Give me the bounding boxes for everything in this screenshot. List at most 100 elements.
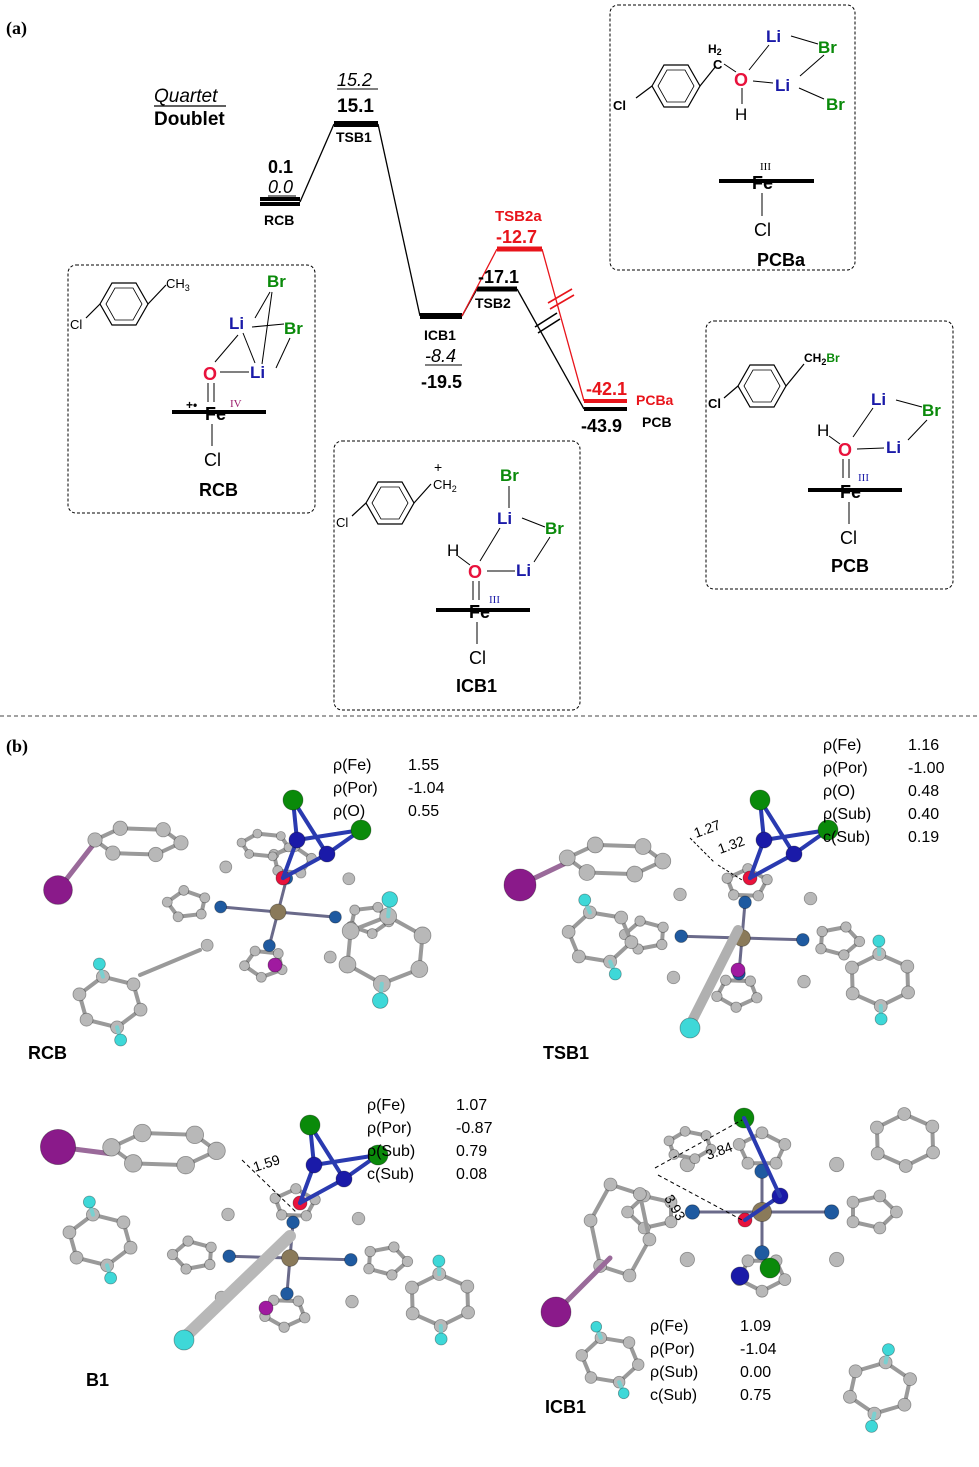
fluorine-atom — [434, 1332, 448, 1346]
hydroxyl-h: H — [447, 541, 459, 560]
ring-substituent-bond — [147, 284, 167, 305]
property-name: ρ(Por) — [333, 780, 378, 797]
bond — [298, 1177, 346, 1205]
distance-B1: 1.59 — [251, 1151, 282, 1175]
structure-box-ICB1 — [333, 440, 581, 711]
benzene-inner — [657, 69, 695, 103]
property-name: ρ(Fe) — [823, 737, 861, 754]
aryl-chlorine-atom — [40, 1129, 77, 1166]
carbon-atom — [126, 977, 141, 992]
carbon-atom — [689, 1153, 701, 1165]
energy-ICB1-doublet: -19.5 — [421, 372, 462, 392]
methylene-c: C — [713, 57, 723, 72]
carbon-atom — [341, 922, 360, 940]
distance-line-TSB1-1 — [689, 837, 715, 863]
carbon-atom — [668, 1149, 680, 1160]
fluorine-atom — [92, 957, 106, 971]
lithium-1: Li — [766, 27, 781, 46]
axial-cl: Cl — [840, 528, 857, 548]
energy-ICB1-quartet: -8.4 — [425, 346, 456, 366]
carbon-atom — [603, 1177, 618, 1192]
meso-carbon — [219, 860, 233, 874]
meso-carbon — [797, 974, 811, 989]
lithium-1: Li — [871, 390, 886, 409]
aryl-cl: Cl — [708, 396, 721, 411]
bromine-1: Br — [818, 38, 837, 57]
aryl-cl-bond — [85, 303, 101, 319]
bond — [295, 828, 363, 842]
bond — [312, 1153, 380, 1167]
meso-carbon — [323, 950, 337, 964]
carbon-atom — [87, 832, 103, 848]
aryl-chlorine-atom — [43, 875, 73, 905]
property-table-B1: ρ(Fe)1.07ρ(Por)-0.87ρ(Sub)0.79c(Sub)0.08 — [367, 1097, 493, 1183]
carbon-atom — [255, 971, 267, 983]
carbon-atom — [721, 872, 733, 884]
oxygen: O — [468, 562, 482, 582]
property-value: 1.16 — [908, 737, 939, 754]
carbon-atom — [741, 1156, 755, 1170]
carbon-atom — [269, 1192, 281, 1204]
fluorine-atom — [874, 1012, 888, 1026]
carbon-atom — [460, 1279, 475, 1294]
energy-RCB-doublet: 0.1 — [268, 157, 293, 177]
axial-chlorine-atom — [258, 1300, 274, 1316]
break-mark-red-2 — [549, 294, 575, 310]
connector-TSB2-PCB — [516, 288, 585, 410]
bond — [308, 1123, 346, 1181]
carbon-atom — [180, 1263, 192, 1275]
property-name: ρ(Sub) — [367, 1143, 415, 1160]
lithium-atom — [335, 1170, 353, 1188]
fluorine-atom — [432, 1254, 446, 1268]
meso-carbon — [345, 1294, 359, 1309]
carbon-atom — [897, 1107, 912, 1121]
carbon-atom — [846, 1195, 860, 1209]
oxygen: O — [734, 70, 748, 90]
molecule-model-RCB — [43, 789, 432, 1047]
nitrogen-atom — [262, 939, 276, 953]
property-value: 0.40 — [908, 806, 939, 823]
carbon-atom — [705, 1143, 717, 1155]
carbon-atom — [622, 1268, 637, 1283]
property-value: -1.04 — [408, 780, 445, 797]
lithium-atom — [755, 831, 773, 849]
carbon-atom — [778, 1138, 792, 1151]
carbon-atom — [195, 908, 207, 920]
carbon-atom — [116, 1215, 131, 1230]
level-name-PCB: PCB — [642, 414, 672, 430]
property-value: -1.04 — [740, 1341, 777, 1358]
property-value: -1.00 — [908, 760, 945, 777]
property-value: 0.55 — [408, 803, 439, 820]
carbon-atom — [249, 945, 261, 957]
energy-PCBa-doublet: -42.1 — [586, 379, 627, 399]
property-value: 1.07 — [456, 1097, 487, 1114]
geometry-title-RCB: RCB — [28, 1043, 67, 1063]
carbon-atom — [172, 911, 184, 923]
bromine-2: Br — [826, 95, 845, 114]
break-mark-black-1 — [534, 312, 558, 328]
carbon-atom — [840, 921, 852, 933]
property-value: 0.75 — [740, 1387, 771, 1404]
carbon-atom — [349, 904, 361, 916]
carbon-atom — [105, 845, 121, 861]
lithium-1: Li — [497, 509, 512, 528]
bond — [291, 798, 329, 856]
property-name: ρ(Fe) — [367, 1097, 405, 1114]
carbon-atom — [778, 1273, 792, 1286]
benzene-ring — [365, 481, 415, 525]
structure-box-PCB — [705, 320, 954, 590]
carbon-atom — [890, 1205, 903, 1219]
structure-title-RCB: RCB — [199, 480, 238, 500]
carbon-atom — [903, 1372, 917, 1387]
property-value: 0.00 — [740, 1364, 771, 1381]
level-labels: 0.1 0.0 RCB 15.2 15.1 TSB1 ICB1 -8.4 -19… — [264, 70, 674, 436]
meso-carbon — [200, 938, 214, 952]
break-mark-red-1 — [547, 288, 573, 304]
carbon-atom — [123, 1154, 143, 1173]
ring-substituent-bond — [785, 363, 805, 387]
axial-chlorine-atom — [267, 957, 283, 973]
property-value: 0.79 — [456, 1143, 487, 1160]
carbon-atom — [275, 831, 286, 841]
carbon-atom — [148, 846, 164, 863]
